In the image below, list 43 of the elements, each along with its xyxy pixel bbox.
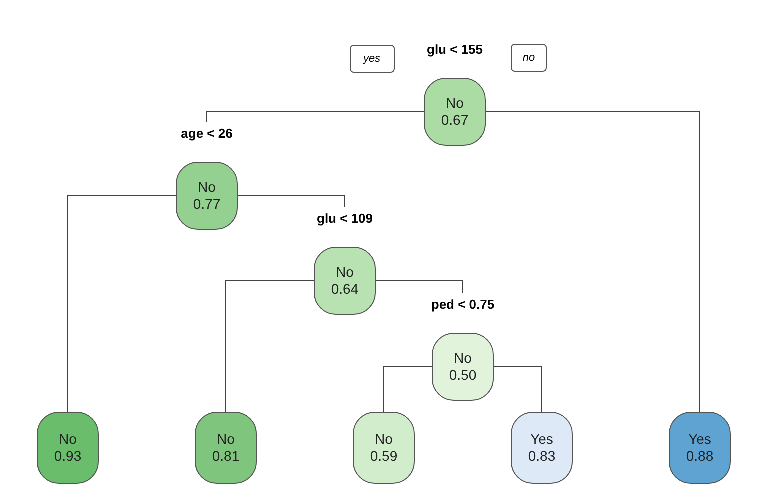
class-label: Yes: [688, 431, 712, 448]
class-label: No: [336, 264, 354, 281]
class-label: No: [375, 431, 393, 448]
branch-label: yes: [363, 53, 381, 65]
probability-value: 0.83: [528, 448, 556, 465]
tree-branch-line: [238, 196, 346, 208]
split-node: [424, 78, 486, 146]
class-label: No: [217, 431, 235, 448]
tree-branch-line: [376, 280, 464, 294]
tree-branch-line: [68, 196, 176, 412]
probability-value: 0.93: [54, 448, 82, 465]
probability-value: 0.77: [193, 196, 221, 213]
probability-value: 0.81: [212, 448, 240, 465]
split-condition: glu < 155: [427, 42, 483, 57]
class-label: No: [446, 95, 464, 112]
branch-direction-tag: [350, 45, 394, 73]
split-condition: ped < 0.75: [431, 297, 495, 312]
branch-direction-tag: [511, 44, 547, 72]
tree-branch-line: [206, 112, 424, 122]
split-condition: glu < 109: [317, 211, 373, 226]
split-node: [176, 162, 238, 230]
leaf-node: [195, 412, 257, 484]
probability-value: 0.67: [441, 112, 469, 129]
split-node: [314, 247, 376, 315]
probability-value: 0.64: [331, 281, 359, 298]
leaf-node: [353, 412, 415, 484]
leaf-node: [669, 412, 731, 484]
branch-label: no: [522, 52, 536, 64]
probability-value: 0.59: [370, 448, 398, 465]
tree-branch-line: [486, 112, 700, 412]
leaf-node: [511, 412, 573, 484]
split-node: [432, 333, 494, 401]
class-label: No: [454, 350, 472, 367]
tree-branch-line: [494, 366, 542, 412]
leaf-node: [37, 412, 99, 484]
tree-branch-line: [384, 366, 432, 412]
probability-value: 0.88: [686, 448, 714, 465]
tree-branch-line: [226, 280, 314, 412]
class-label: No: [59, 431, 77, 448]
split-condition: age < 26: [181, 126, 233, 141]
probability-value: 0.50: [449, 367, 477, 384]
class-label: Yes: [530, 431, 554, 448]
class-label: No: [198, 179, 216, 196]
